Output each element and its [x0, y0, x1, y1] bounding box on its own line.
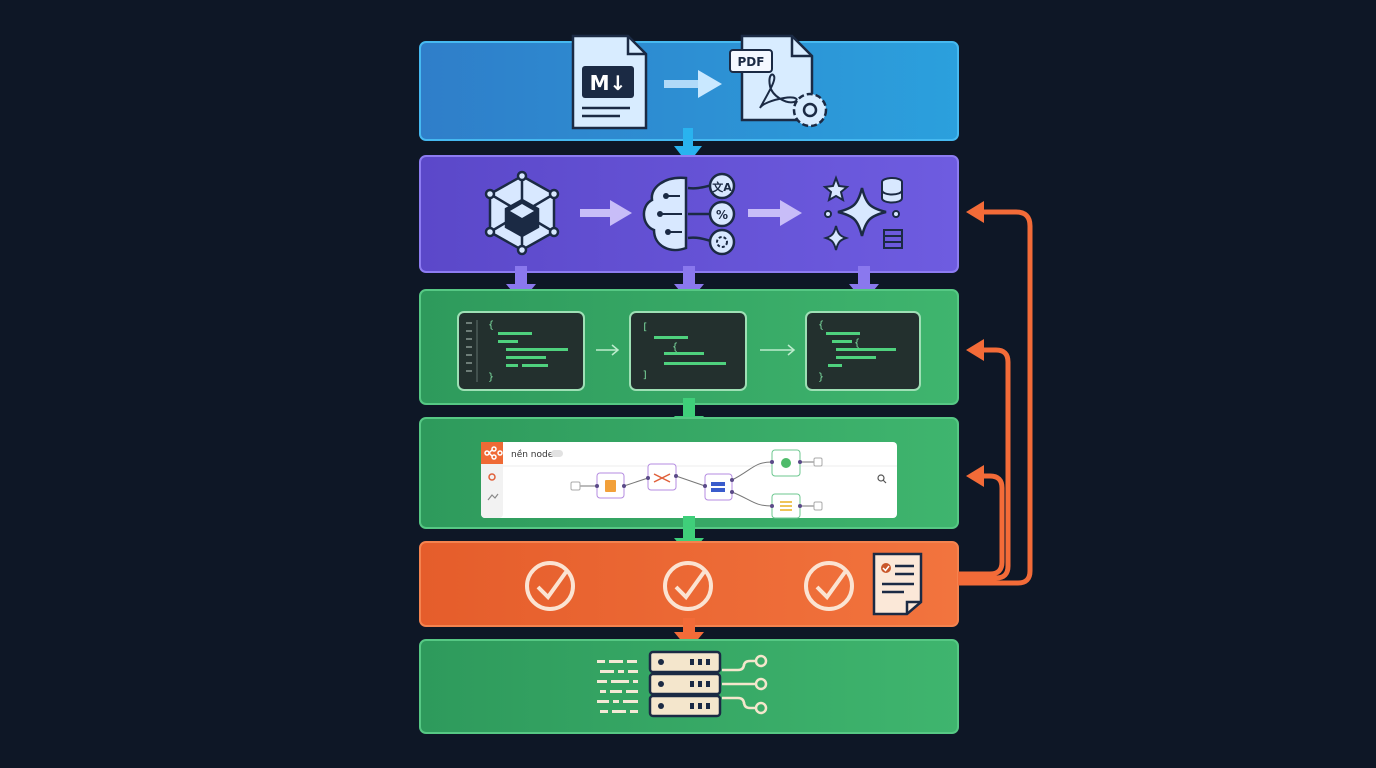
stage-deploy [419, 639, 959, 734]
code-brace-open: { [818, 320, 824, 331]
pdf-file-gear-icon: PDF [729, 34, 828, 128]
ai-brain-translate-icon: 文A % [642, 172, 736, 256]
code-brace-open: { [672, 342, 678, 353]
flow-arrow [580, 200, 632, 226]
code-bracket-open: [ [642, 322, 648, 333]
workflow-logo-icon [484, 446, 503, 460]
checklist-document-icon [872, 552, 923, 616]
code-brace-close: } [488, 372, 494, 383]
code-panel-1: { } [457, 311, 585, 391]
chart-icon[interactable] [487, 493, 499, 501]
pdf-badge: PDF [738, 55, 765, 69]
check-circle-icon [804, 561, 854, 611]
stage-ai: 文A % [419, 155, 959, 273]
code-brace-open: { [488, 320, 494, 331]
flow-arrow [596, 344, 620, 356]
settings-icon[interactable] [488, 473, 496, 481]
feedback-arrowheads [966, 201, 984, 487]
check-circle-icon [525, 561, 575, 611]
workflow-trigger-node[interactable] [570, 481, 581, 491]
code-bracket-close: ] [642, 370, 648, 381]
search-icon[interactable] [877, 474, 885, 482]
workflow-editor-window: nền node [481, 442, 897, 519]
workflow-end-node[interactable] [813, 457, 823, 467]
stage-workflow: nền node [419, 417, 959, 529]
code-panel-3: { { } [805, 311, 921, 391]
stage-convert: M↓ PDF [419, 34, 959, 141]
translate-glyph: 文A [712, 180, 732, 194]
flow-arrow [748, 200, 802, 226]
feedback-loop-arrows [958, 209, 1033, 586]
server-rack-icon [648, 650, 722, 718]
workflow-node[interactable] [704, 473, 733, 501]
markdown-file-icon: M↓ [571, 34, 648, 130]
network-branch-icon [722, 654, 768, 715]
knowledge-graph-cube-icon [484, 170, 560, 256]
check-circle-icon [663, 561, 713, 611]
active-toggle[interactable] [551, 450, 563, 457]
workflow-title: nền node [511, 449, 554, 460]
workflow-end-node[interactable] [813, 501, 823, 511]
code-panel-2: [ { ] [629, 311, 747, 391]
sparkle-database-icon [822, 175, 903, 251]
stage-json: { } [ { ] [419, 289, 959, 405]
flow-arrow [760, 344, 796, 356]
flow-arrow [664, 70, 722, 98]
stage-validate [419, 541, 959, 627]
percent-glyph: % [716, 208, 728, 222]
data-stream-icon [597, 660, 638, 713]
md-badge: M↓ [590, 71, 627, 95]
code-brace-close: } [818, 372, 824, 383]
code-brace-open: { [854, 338, 860, 349]
workflow-node[interactable] [647, 463, 677, 491]
